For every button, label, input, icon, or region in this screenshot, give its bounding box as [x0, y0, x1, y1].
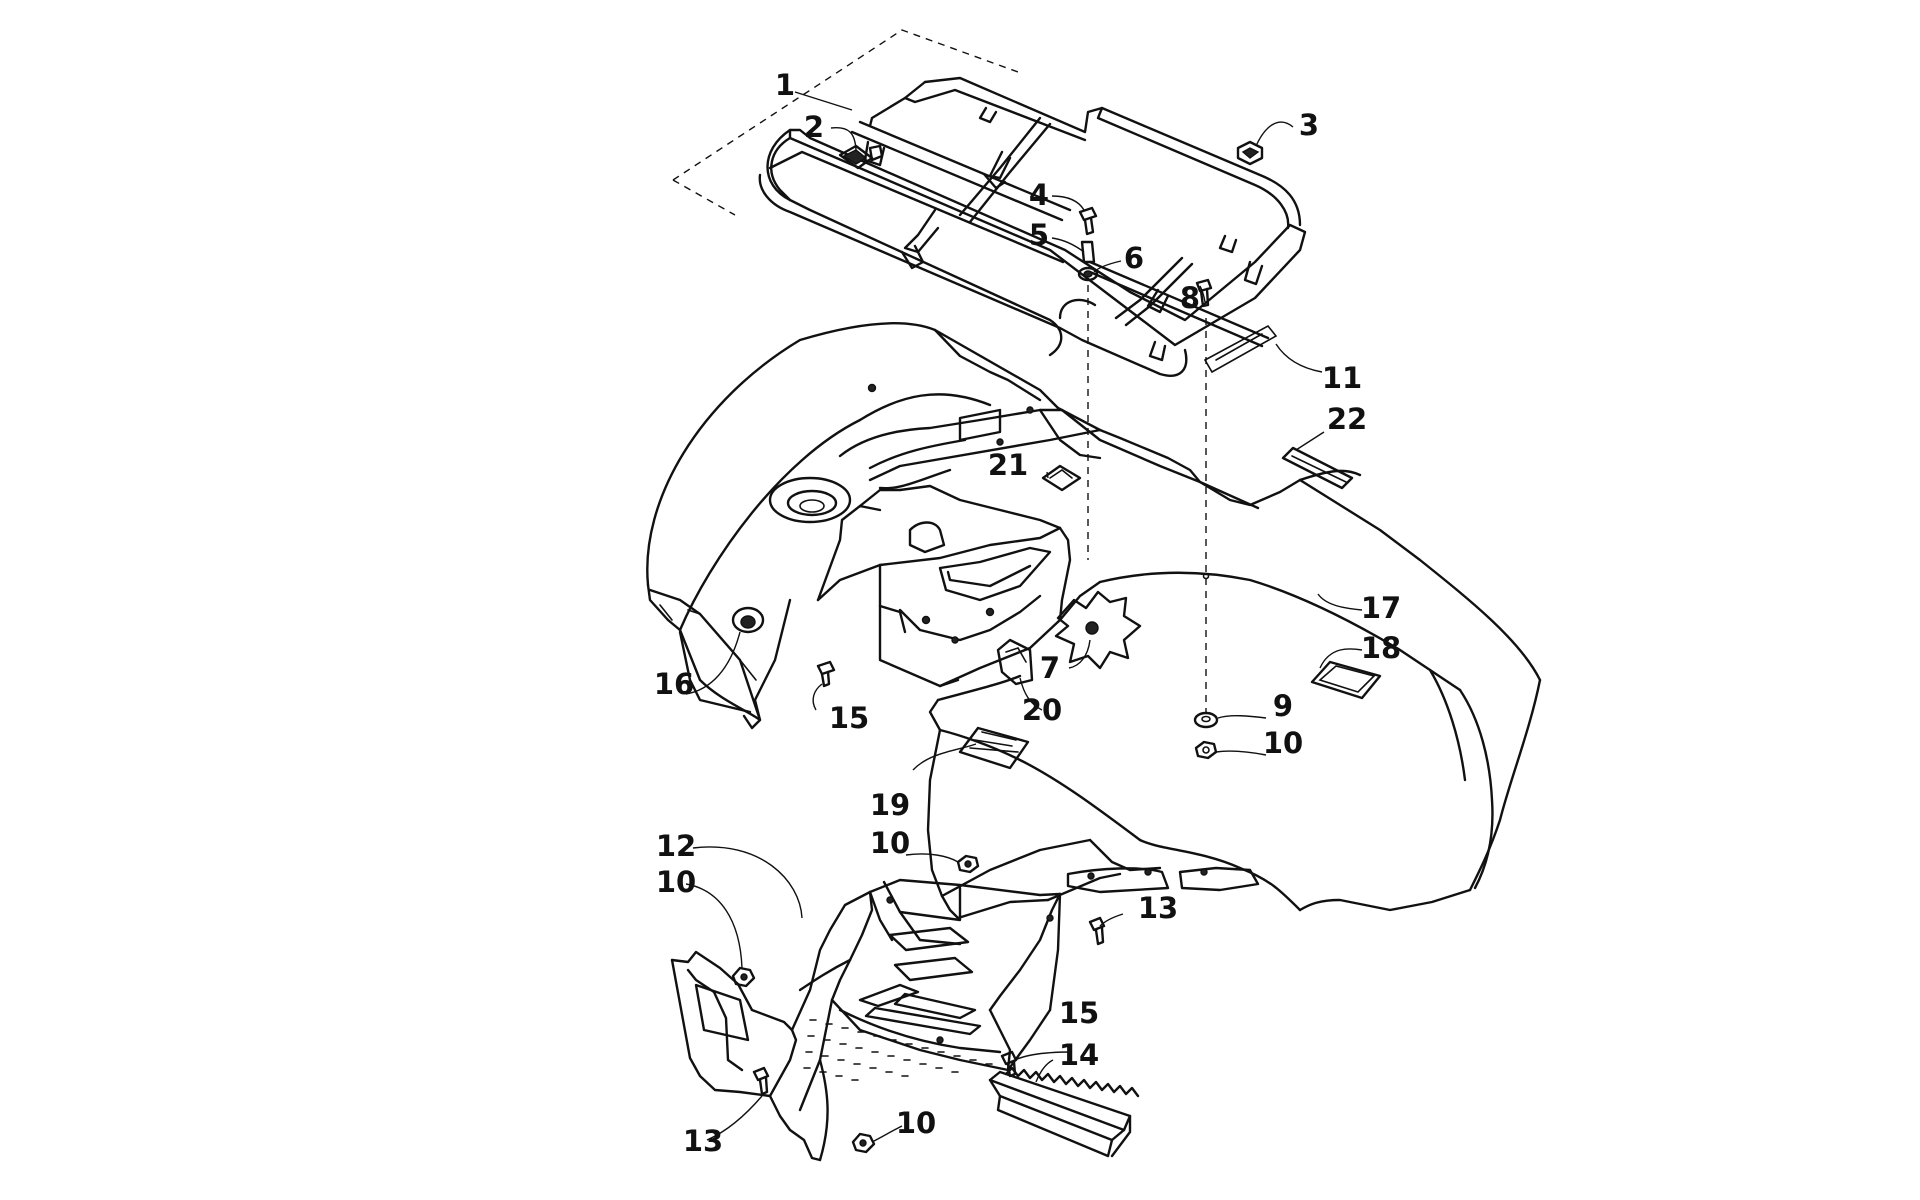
footrest-step [988, 1066, 1140, 1158]
callout-10-middle: 10 [870, 826, 910, 860]
rear-rack [758, 76, 1307, 377]
callout-7: 7 [1040, 651, 1060, 685]
callout-5: 5 [1029, 218, 1049, 252]
callout-14: 14 [1059, 1038, 1099, 1072]
callout-10-upper: 10 [1263, 726, 1303, 760]
callout-22: 22 [1327, 402, 1367, 436]
callout-10-left: 10 [656, 865, 696, 899]
callout-21: 21 [988, 448, 1028, 482]
callout-19: 19 [870, 788, 910, 822]
callout-11: 11 [1322, 361, 1362, 395]
callout-16: 16 [654, 667, 694, 701]
callout-15-lower: 15 [1059, 996, 1099, 1030]
callout-20: 20 [1022, 693, 1062, 727]
callout-labels: 1 2 3 4 5 6 7 8 9 10 11 22 21 17 18 16 1… [654, 68, 1401, 1158]
footwell-panel [670, 878, 1062, 1162]
callout-6: 6 [1124, 241, 1144, 275]
callout-12: 12 [656, 829, 696, 863]
callout-10-lower: 10 [896, 1106, 936, 1140]
leader-lines [685, 91, 1363, 1143]
callout-9: 9 [1273, 689, 1293, 723]
callout-17: 17 [1361, 591, 1401, 625]
callout-3: 3 [1299, 108, 1319, 142]
footwell-fasteners [731, 854, 1106, 1154]
callout-4: 4 [1029, 178, 1049, 212]
callout-2: 2 [804, 110, 824, 144]
rack-assembly-boundary [672, 29, 1019, 216]
callout-13-right: 13 [1138, 891, 1178, 925]
callout-13-left: 13 [683, 1124, 723, 1158]
rear-fender [646, 321, 1542, 920]
callout-15-upper: 15 [829, 701, 869, 735]
callout-1: 1 [775, 68, 795, 102]
footwell-nonslip-pattern [803, 1019, 993, 1081]
callout-8: 8 [1180, 281, 1200, 315]
callout-18: 18 [1361, 631, 1401, 665]
rack-fasteners [1077, 140, 1264, 760]
